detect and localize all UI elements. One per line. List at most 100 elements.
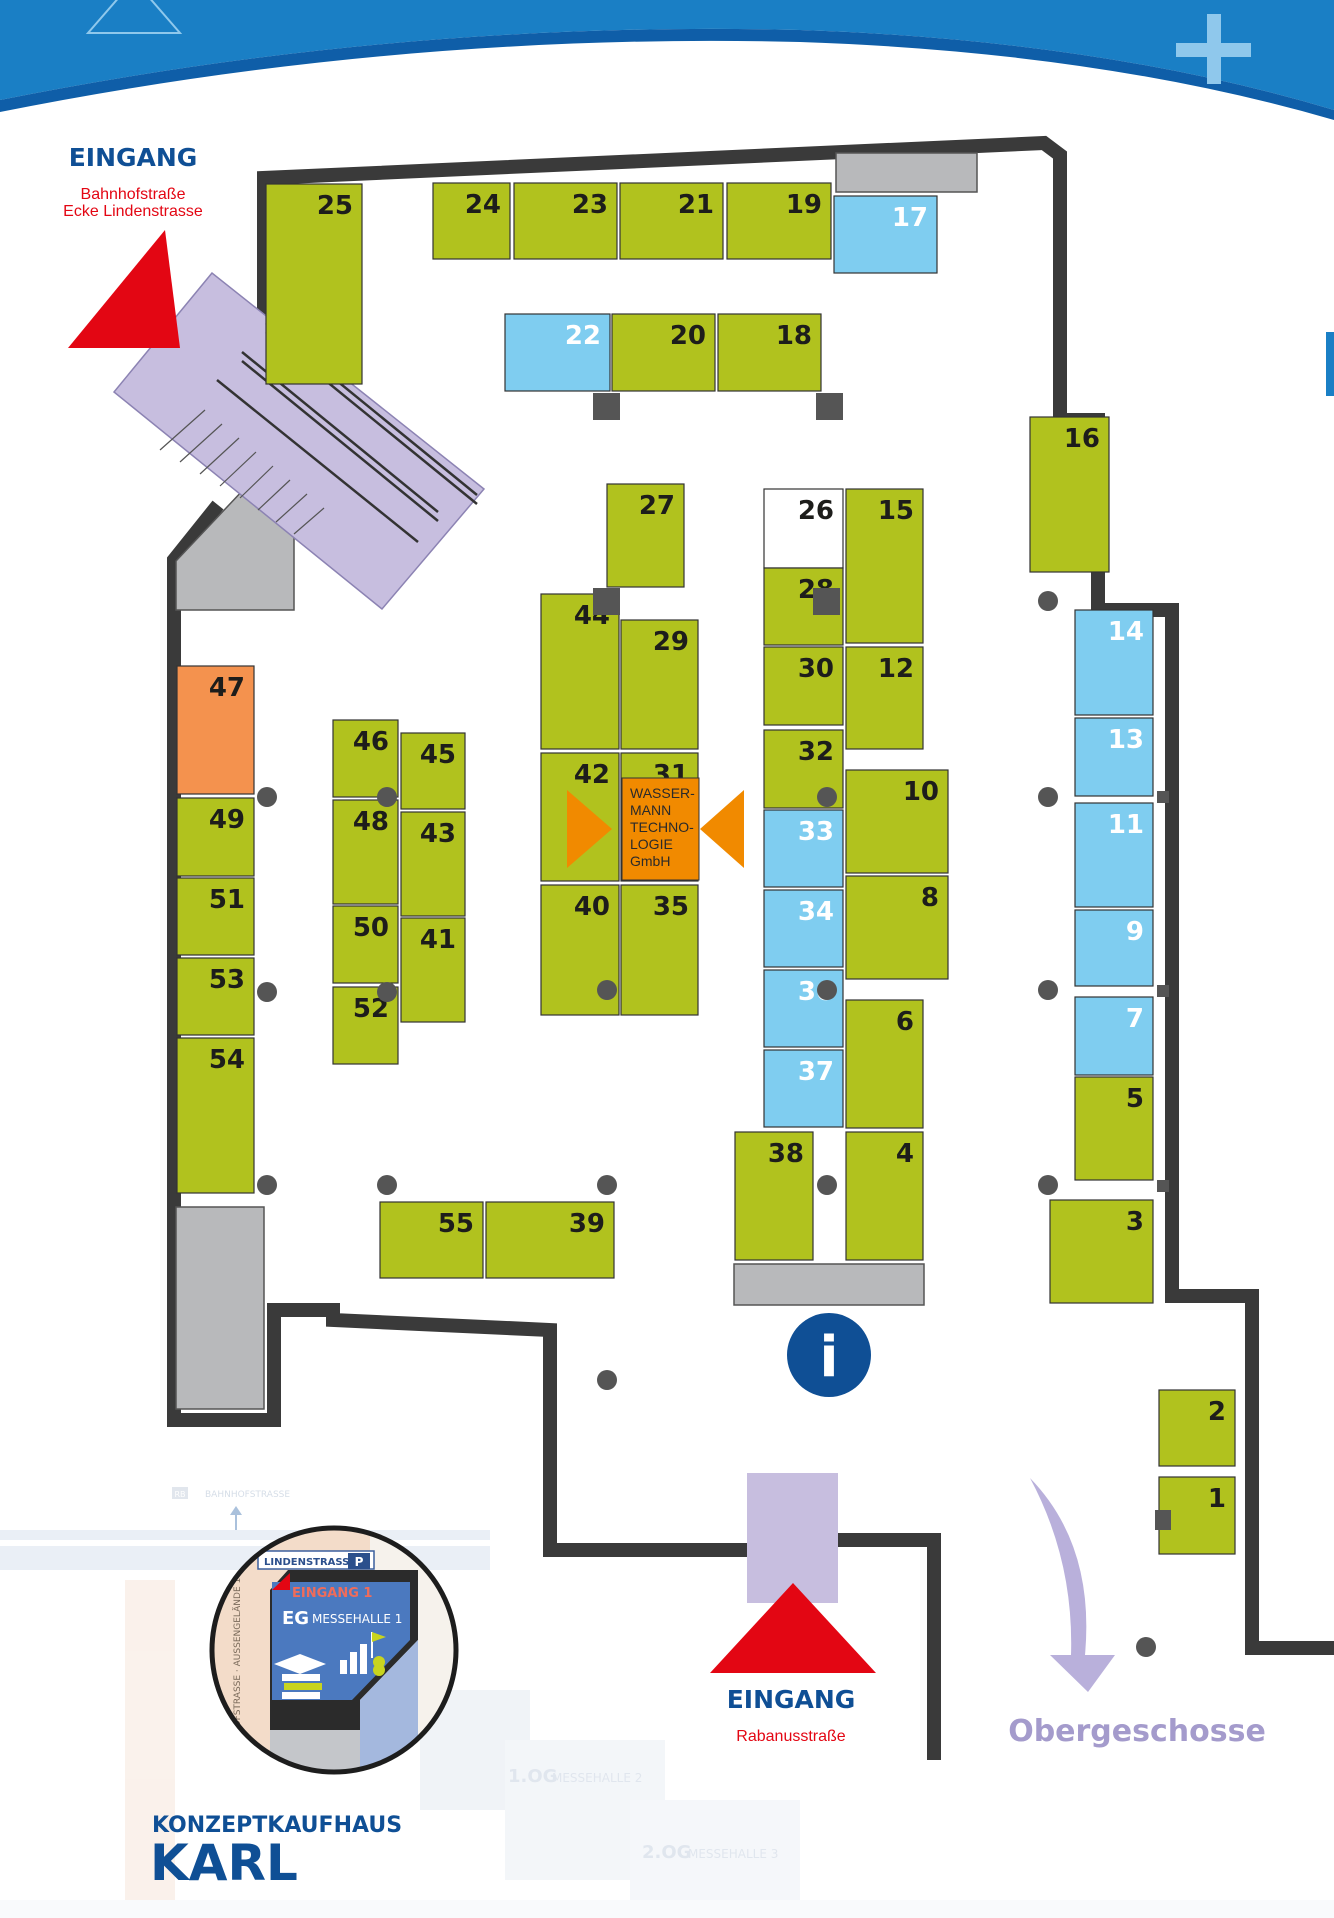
booth-44[interactable]: 44 bbox=[540, 593, 620, 750]
booth-area[interactable] bbox=[400, 732, 466, 810]
booth-13[interactable]: 13 bbox=[1074, 717, 1154, 797]
booth-area[interactable] bbox=[845, 875, 949, 980]
booth-area[interactable] bbox=[513, 182, 618, 260]
booth-7[interactable]: 7 bbox=[1074, 996, 1154, 1076]
booth-area[interactable] bbox=[1074, 609, 1154, 716]
booth-area[interactable] bbox=[620, 619, 699, 750]
booth-27[interactable]: 27 bbox=[606, 483, 685, 588]
booth-8[interactable]: 8 bbox=[845, 875, 949, 980]
booth-17[interactable]: 17 bbox=[833, 195, 938, 274]
booth-38[interactable]: 38 bbox=[734, 1131, 814, 1261]
booth-area[interactable] bbox=[845, 488, 924, 644]
booth-area[interactable] bbox=[763, 488, 844, 569]
booth-area[interactable] bbox=[1158, 1476, 1236, 1555]
upper-floors-arrow[interactable] bbox=[1030, 1478, 1115, 1692]
booth-19[interactable]: 19 bbox=[726, 182, 832, 260]
booth-area[interactable] bbox=[485, 1201, 615, 1279]
booth-6[interactable]: 6 bbox=[845, 999, 924, 1129]
booth-area[interactable] bbox=[763, 809, 844, 888]
booth-area[interactable] bbox=[1074, 802, 1154, 908]
booth-30[interactable]: 30 bbox=[763, 646, 844, 726]
booth-33[interactable]: 33 bbox=[763, 809, 844, 888]
booth-area[interactable] bbox=[1074, 1076, 1154, 1181]
booth-area[interactable] bbox=[379, 1201, 484, 1279]
booth-46[interactable]: 46 bbox=[332, 719, 399, 798]
booth-45[interactable]: 45 bbox=[400, 732, 466, 810]
booth-area[interactable] bbox=[833, 195, 938, 274]
booth-area[interactable] bbox=[1074, 996, 1154, 1076]
booth-12[interactable]: 12 bbox=[845, 646, 924, 750]
booth-9[interactable]: 9 bbox=[1074, 909, 1154, 987]
booth-area[interactable] bbox=[504, 313, 611, 392]
booth-37[interactable]: 37 bbox=[763, 1049, 844, 1128]
booth-area[interactable] bbox=[332, 719, 399, 798]
booth-3[interactable]: 3 bbox=[1049, 1199, 1154, 1304]
booth-26[interactable]: 26 bbox=[763, 488, 844, 569]
info-point[interactable]: i bbox=[787, 1313, 871, 1397]
booth-39[interactable]: 39 bbox=[485, 1201, 615, 1279]
booth-5[interactable]: 5 bbox=[1074, 1076, 1154, 1181]
booth-47[interactable]: 47 bbox=[176, 665, 255, 795]
booth-41[interactable]: 41 bbox=[400, 917, 466, 1023]
booth-area[interactable] bbox=[1049, 1199, 1154, 1304]
upper-floors-label[interactable]: Obergeschosse bbox=[1008, 1714, 1266, 1749]
entrance-arrow-left[interactable] bbox=[68, 230, 180, 348]
booth-area[interactable] bbox=[611, 313, 716, 392]
booth-51[interactable]: 51 bbox=[176, 877, 255, 956]
booth-area[interactable] bbox=[176, 797, 255, 877]
booth-43[interactable]: 43 bbox=[400, 811, 466, 917]
booth-53[interactable]: 53 bbox=[176, 957, 255, 1036]
booth-2[interactable]: 2 bbox=[1158, 1389, 1236, 1467]
booth-24[interactable]: 24 bbox=[432, 182, 511, 260]
booth-area[interactable] bbox=[176, 1037, 255, 1194]
booth-area[interactable] bbox=[606, 483, 685, 588]
booth-area[interactable] bbox=[400, 811, 466, 917]
location-inset[interactable]: LINDENSTRASSE P EINGANG 1 EG MESSEHALLE … bbox=[209, 1525, 460, 1775]
booth-area[interactable] bbox=[1029, 416, 1110, 573]
booth-area[interactable] bbox=[845, 646, 924, 750]
booth-area[interactable] bbox=[1158, 1389, 1236, 1467]
booth-area[interactable] bbox=[1074, 909, 1154, 987]
booth-4[interactable]: 4 bbox=[845, 1131, 924, 1261]
booth-29[interactable]: 29 bbox=[620, 619, 699, 750]
booth-area[interactable] bbox=[332, 799, 399, 905]
booth-area[interactable] bbox=[717, 313, 822, 392]
entrance-arrow-bottom[interactable] bbox=[710, 1583, 876, 1673]
booth-area[interactable] bbox=[763, 646, 844, 726]
booth-55[interactable]: 55 bbox=[379, 1201, 484, 1279]
booth-23[interactable]: 23 bbox=[513, 182, 618, 260]
booth-area[interactable] bbox=[176, 665, 255, 795]
booth-25[interactable]: 25 bbox=[265, 183, 363, 385]
booth-1[interactable]: 1 bbox=[1158, 1476, 1236, 1555]
booth-area[interactable] bbox=[400, 917, 466, 1023]
booth-34[interactable]: 34 bbox=[763, 889, 844, 968]
booth-22[interactable]: 22 bbox=[504, 313, 611, 392]
booth-49[interactable]: 49 bbox=[176, 797, 255, 877]
booth-15[interactable]: 15 bbox=[845, 488, 924, 644]
booth-18[interactable]: 18 bbox=[717, 313, 822, 392]
booth-area[interactable] bbox=[763, 1049, 844, 1128]
booth-area[interactable] bbox=[734, 1131, 814, 1261]
booth-area[interactable] bbox=[1074, 717, 1154, 797]
booth-area[interactable] bbox=[619, 182, 724, 260]
booth-35[interactable]: 35 bbox=[620, 884, 699, 1016]
booth-14[interactable]: 14 bbox=[1074, 609, 1154, 716]
booth-area[interactable] bbox=[265, 183, 363, 385]
booth-16[interactable]: 16 bbox=[1029, 416, 1110, 573]
booth-area[interactable] bbox=[176, 957, 255, 1036]
booth-50[interactable]: 50 bbox=[332, 905, 399, 984]
booth-area[interactable] bbox=[845, 999, 924, 1129]
booth-area[interactable] bbox=[726, 182, 832, 260]
booth-area[interactable] bbox=[763, 889, 844, 968]
booth-area[interactable] bbox=[540, 593, 620, 750]
booth-11[interactable]: 11 bbox=[1074, 802, 1154, 908]
booth-area[interactable] bbox=[845, 1131, 924, 1261]
booth-area[interactable] bbox=[432, 182, 511, 260]
booth-area[interactable] bbox=[845, 769, 949, 874]
booth-20[interactable]: 20 bbox=[611, 313, 716, 392]
booth-21[interactable]: 21 bbox=[619, 182, 724, 260]
booth-10[interactable]: 10 bbox=[845, 769, 949, 874]
booth-area[interactable] bbox=[332, 905, 399, 984]
booth-area[interactable] bbox=[176, 877, 255, 956]
